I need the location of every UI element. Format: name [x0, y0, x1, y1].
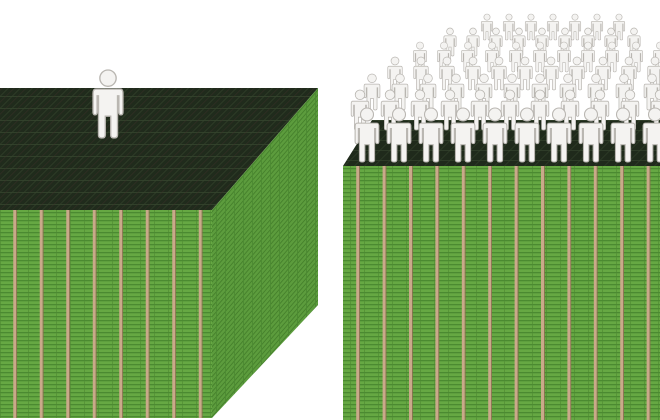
money-band [567, 166, 571, 420]
money-band-shadow [464, 166, 466, 420]
money-block-right [343, 120, 660, 420]
money-band [92, 210, 96, 418]
person-icon [610, 107, 636, 163]
money-band-shadow [570, 166, 572, 420]
money-band [145, 210, 149, 418]
person-icon [480, 13, 494, 41]
money-band-shadow [438, 166, 440, 420]
crowd-front-row [354, 107, 660, 163]
money-band-shadow [175, 210, 177, 418]
crowd-back-rows [350, 13, 660, 131]
money-band-shadow [359, 166, 360, 420]
money-band-shadow [596, 166, 598, 420]
money-band [593, 166, 597, 420]
money-band-shadow [412, 166, 413, 420]
person-icon [491, 56, 507, 91]
money-band-shadow [16, 210, 18, 418]
person-icon [386, 107, 412, 163]
money-band-shadow [517, 166, 519, 420]
money-band [409, 166, 412, 420]
person-icon [92, 69, 124, 139]
person-icon [418, 107, 444, 163]
person-icon [568, 13, 582, 41]
person-icon [612, 13, 626, 41]
person-icon [642, 107, 660, 163]
person-icon [590, 13, 604, 41]
person-icon [502, 13, 516, 41]
money-band [488, 166, 492, 420]
person-icon [450, 107, 476, 163]
money-band [461, 166, 465, 420]
person-icon [581, 41, 595, 73]
money-band [356, 166, 360, 420]
single-person [92, 69, 124, 139]
person-icon [578, 107, 604, 163]
money-band [39, 210, 43, 418]
money-band-shadow [69, 210, 71, 418]
money-band [13, 210, 17, 418]
money-band [382, 166, 386, 420]
money-band [646, 166, 650, 420]
money-band [541, 166, 544, 420]
money-cube-side-face [212, 88, 318, 418]
money-cube-left [0, 88, 318, 418]
money-band-shadow [544, 166, 545, 420]
money-band [66, 210, 70, 418]
person-icon [482, 107, 508, 163]
money-band-shadow [623, 166, 624, 420]
person-icon [354, 107, 380, 163]
money-band [514, 166, 518, 420]
money-bands-left [13, 210, 203, 418]
person-icon [533, 41, 547, 73]
money-band-shadow [95, 210, 97, 418]
person-icon [524, 13, 538, 41]
money-band [435, 166, 439, 420]
money-block-front-face [343, 166, 660, 420]
person-icon [517, 56, 533, 91]
money-band-shadow [42, 210, 44, 418]
money-band [198, 210, 202, 418]
person-icon [557, 41, 571, 73]
money-band-shadow [649, 166, 651, 420]
money-cube-front-face [0, 210, 212, 418]
money-band-shadow [491, 166, 492, 420]
money-band-shadow [148, 210, 150, 418]
person-icon [514, 107, 540, 163]
money-bands-right [356, 166, 651, 420]
money-band-shadow [201, 210, 203, 418]
person-icon [546, 13, 560, 41]
money-band-shadow [122, 210, 124, 418]
person-icon [546, 107, 572, 163]
money-band [119, 210, 123, 418]
money-band-shadow [385, 166, 387, 420]
money-band [172, 210, 176, 418]
money-band [620, 166, 624, 420]
